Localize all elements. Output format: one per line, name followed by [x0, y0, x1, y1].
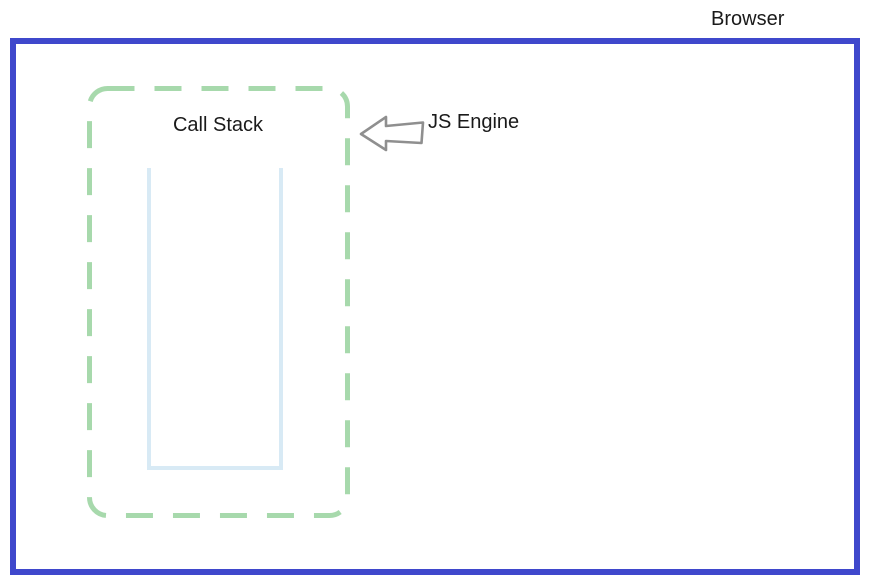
browser-label: Browser: [711, 8, 785, 30]
browser-box: [10, 38, 860, 575]
left-arrow-icon: [359, 115, 425, 152]
call-stack-label: Call Stack: [172, 114, 264, 136]
call-stack-container: [147, 168, 283, 470]
js-engine-box: [87, 86, 350, 518]
js-engine-label: JS Engine: [428, 111, 520, 133]
